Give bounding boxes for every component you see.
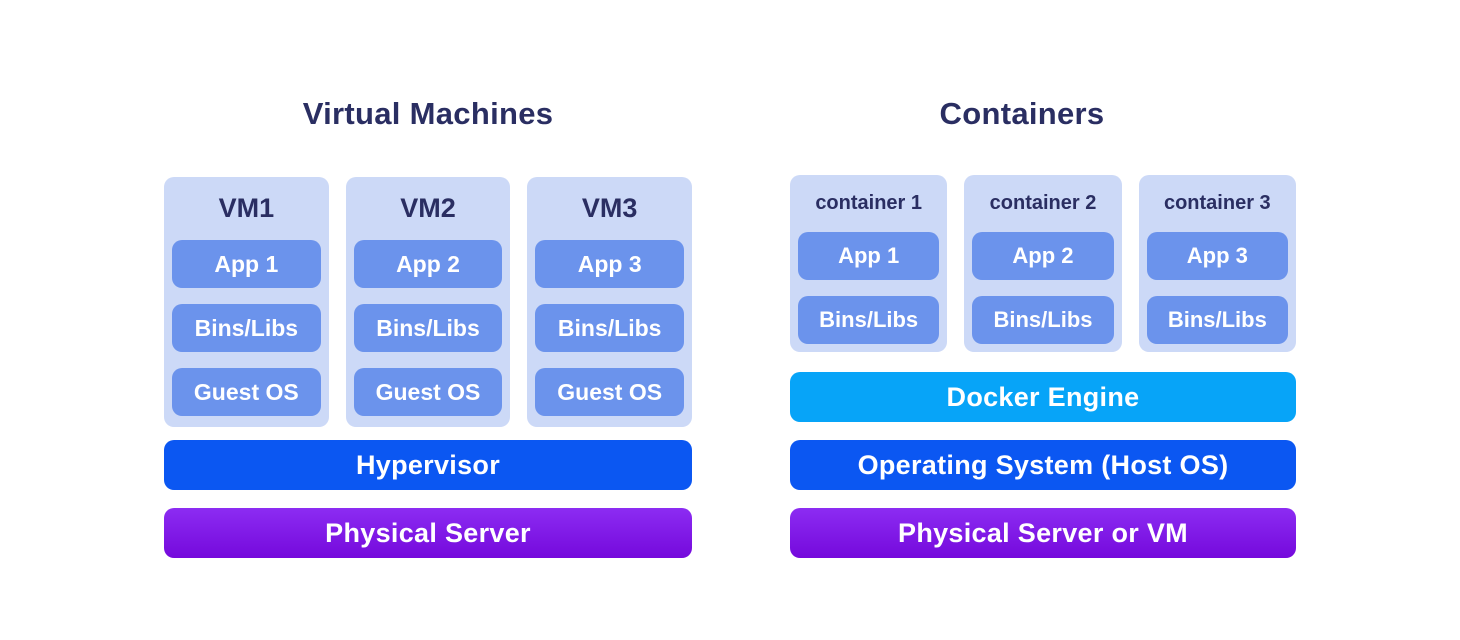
vm3-bins-libs-layer: Bins/Libs bbox=[535, 304, 685, 352]
container-card-3: container 3 App 3 Bins/Libs bbox=[1138, 175, 1296, 352]
vm2-bins-libs-layer: Bins/Libs bbox=[353, 304, 503, 352]
docker-engine-bar: Docker Engine bbox=[790, 372, 1296, 422]
vm-section-title: Virtual Machines bbox=[302, 96, 554, 131]
container1-bins-libs-layer: Bins/Libs bbox=[798, 296, 940, 344]
vm3-app-layer: App 3 bbox=[535, 240, 685, 288]
containers-section-title: Containers bbox=[939, 96, 1105, 131]
host-os-bar: Operating System (Host OS) bbox=[790, 440, 1296, 490]
container3-bins-libs-layer: Bins/Libs bbox=[1146, 296, 1288, 344]
vm-card-name: VM3 bbox=[581, 193, 638, 223]
vm-card-2: VM2 App 2 Bins/Libs Guest OS bbox=[345, 177, 511, 427]
vm1-bins-libs-layer: Bins/Libs bbox=[172, 304, 321, 352]
vm-card-name: VM2 bbox=[400, 193, 456, 223]
container-card-2: container 2 App 2 Bins/Libs bbox=[964, 175, 1122, 352]
physical-server-bar: Physical Server bbox=[164, 508, 692, 558]
vm2-app-layer: App 2 bbox=[353, 240, 503, 288]
vm-card-3: VM3 App 3 Bins/Libs Guest OS bbox=[527, 177, 693, 427]
vm2-guest-os-layer: Guest OS bbox=[353, 368, 503, 416]
container3-app-layer: App 3 bbox=[1146, 232, 1288, 280]
container-card-name: container 2 bbox=[989, 192, 1097, 214]
containers-section: Containers container 1 App 1 Bins/Libs c… bbox=[790, 92, 1296, 558]
vm1-app-layer: App 1 bbox=[172, 240, 321, 288]
container-card-name: container 1 bbox=[815, 192, 923, 214]
vm3-guest-os-layer: Guest OS bbox=[535, 368, 685, 416]
container1-app-layer: App 1 bbox=[798, 232, 940, 280]
vm-card-1: VM1 App 1 Bins/Libs Guest OS bbox=[164, 177, 329, 427]
container2-bins-libs-layer: Bins/Libs bbox=[972, 296, 1114, 344]
vm-section: Virtual Machines VM1 App 1 Bins/Libs Gue… bbox=[164, 92, 693, 558]
physical-server-or-vm-bar: Physical Server or VM bbox=[790, 508, 1296, 558]
container-card-1: container 1 App 1 Bins/Libs bbox=[790, 175, 948, 352]
container2-app-layer: App 2 bbox=[972, 232, 1114, 280]
container-card-name: container 3 bbox=[1163, 192, 1271, 214]
vm-cards-row: VM1 App 1 Bins/Libs Guest OS VM2 App 2 B… bbox=[164, 177, 693, 427]
container-cards-row: container 1 App 1 Bins/Libs container 2 … bbox=[790, 175, 1296, 352]
hypervisor-bar: Hypervisor bbox=[164, 440, 692, 490]
vm-card-name: VM1 bbox=[218, 193, 275, 223]
vm1-guest-os-layer: Guest OS bbox=[172, 368, 321, 416]
